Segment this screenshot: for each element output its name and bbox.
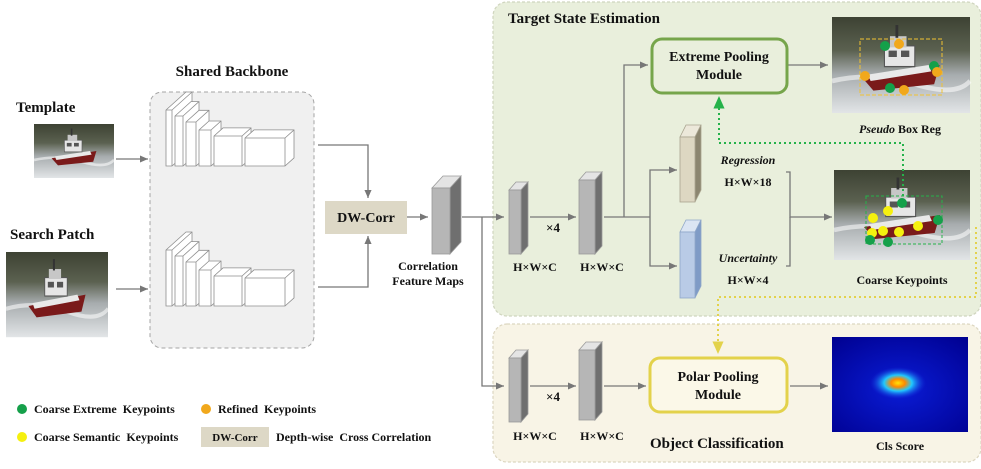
tse-branch-arrows	[604, 61, 832, 390]
keypoint-dot	[883, 237, 893, 247]
tse-conv-block-a	[508, 180, 529, 256]
oc-conv-block-b	[578, 340, 603, 422]
backbone-branch-top	[165, 91, 295, 167]
shared-backbone-label: Shared Backbone	[176, 64, 289, 80]
dw-corr-box	[325, 201, 407, 234]
keypoint-dot	[885, 83, 895, 93]
legend-green-label: Coarse Extreme Keypoints	[34, 402, 175, 416]
keypoint-dot	[932, 67, 942, 77]
extreme-pooling-module	[650, 37, 789, 95]
regression-label: Regression	[720, 153, 776, 167]
polar-pooling-line2: Module	[695, 388, 741, 403]
backbone-layer	[244, 269, 295, 307]
uncertainty-label: Uncertainty	[719, 251, 778, 265]
pseudo-box-reg-image	[832, 17, 970, 113]
coarse-keypoints-label: Coarse Keypoints	[857, 273, 948, 287]
keypoint-dot	[868, 213, 878, 223]
regression-feature-map	[679, 124, 702, 203]
polar-pooling-line1: Polar Pooling	[677, 370, 758, 385]
oc-dims-b: H×W×C	[580, 429, 624, 443]
dw-corr-label: DW-Corr	[337, 211, 395, 226]
green-guide-line	[713, 96, 904, 196]
keypoint-dot	[880, 41, 890, 51]
pseudo-box-reg-label: Pseudo Box Reg	[859, 122, 941, 136]
tse-dims-b: H×W×C	[580, 260, 624, 274]
keypoint-dot	[894, 39, 904, 49]
backbone-branch-bottom	[165, 231, 295, 307]
extreme-pooling-line1: Extreme Pooling	[669, 50, 769, 65]
search-patch-image	[6, 252, 108, 337]
uncertainty-feature-map	[679, 219, 702, 299]
tse-repeat-label: ×4	[546, 220, 560, 235]
backbone-layer	[213, 267, 252, 307]
search-patch-label: Search Patch	[10, 227, 95, 243]
keypoint-dot	[883, 206, 893, 216]
tse-dims-a: H×W×C	[513, 260, 557, 274]
correlation-label-line2: Feature Maps	[392, 274, 464, 288]
extreme-pooling-line2: Module	[696, 68, 742, 83]
legend-orange-dot	[201, 404, 211, 414]
coarse-keypoints-image	[834, 170, 970, 260]
keypoint-dot	[878, 226, 888, 236]
cls-score-heatmap	[832, 337, 968, 432]
template-image	[32, 122, 116, 180]
tse-title: Target State Estimation	[508, 11, 661, 27]
keypoint-dot	[860, 71, 870, 81]
correlation-label-line1: Correlation	[398, 259, 458, 273]
legend-yellow-dot	[17, 432, 27, 442]
template-label: Template	[16, 100, 76, 116]
polar-pooling-module	[648, 356, 789, 414]
keypoint-dot	[913, 221, 923, 231]
uncertainty-dims: H×W×4	[727, 273, 768, 287]
yellow-guide-line	[712, 227, 977, 354]
regression-dims: H×W×18	[724, 175, 771, 189]
legend-dwcorr-desc: Depth-wise Cross Correlation	[276, 430, 432, 444]
oc-conv-block-a	[508, 348, 529, 424]
tse-conv-block-b	[578, 170, 603, 256]
correlation-feature-map	[431, 174, 462, 256]
keypoint-dot	[894, 227, 904, 237]
oc-dims-a: H×W×C	[513, 429, 557, 443]
legend-green-dot	[17, 404, 27, 414]
keypoint-dot	[897, 198, 907, 208]
oc-repeat-label: ×4	[546, 389, 560, 404]
legend-orange-label: Refined Keypoints	[218, 402, 316, 416]
keypoint-dot	[865, 235, 875, 245]
input-flow-arrows	[116, 144, 428, 293]
keypoint-dot	[933, 215, 943, 225]
oc-title: Object Classification	[650, 436, 784, 452]
keypoint-dot	[899, 85, 909, 95]
backbone-layer	[244, 129, 295, 167]
cls-score-label: Cls Score	[876, 439, 925, 453]
legend-dwcorr-chip-label: DW-Corr	[212, 432, 258, 444]
legend-dwcorr-chip	[201, 427, 269, 447]
head-split-arrows	[462, 213, 504, 390]
legend-yellow-label: Coarse Semantic Keypoints	[34, 430, 179, 444]
